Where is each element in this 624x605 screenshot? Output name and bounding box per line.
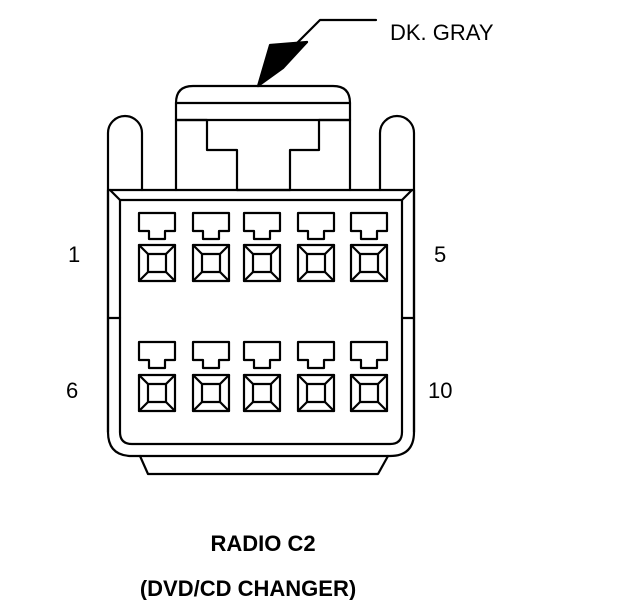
wire-color-label: DK. GRAY bbox=[390, 20, 494, 45]
callout-arrow bbox=[256, 18, 378, 88]
terminal-cavity-6 bbox=[137, 340, 177, 413]
terminal-cavity-8 bbox=[242, 340, 282, 413]
pin-label-1: 1 bbox=[68, 242, 80, 267]
terminal-cavity-9 bbox=[296, 340, 336, 413]
terminal-cavity-3 bbox=[242, 211, 282, 283]
top-latch bbox=[174, 84, 352, 192]
terminal-cavity-7 bbox=[191, 340, 231, 413]
terminal-cavities bbox=[137, 211, 389, 413]
connector-subtitle: (DVD/CD CHANGER) bbox=[140, 576, 356, 600]
terminal-cavity-1 bbox=[137, 211, 177, 283]
pin-label-5: 5 bbox=[434, 242, 446, 267]
left-latch-post bbox=[106, 114, 144, 434]
connector-title: RADIO C2 bbox=[210, 531, 315, 556]
terminal-cavity-4 bbox=[296, 211, 336, 283]
right-latch-post bbox=[378, 114, 416, 434]
terminal-cavity-10 bbox=[349, 340, 389, 413]
pin-label-10: 10 bbox=[428, 378, 452, 403]
terminal-cavity-5 bbox=[349, 211, 389, 283]
pin-label-6: 6 bbox=[66, 378, 78, 403]
terminal-cavity-2 bbox=[191, 211, 231, 283]
connector-body bbox=[106, 188, 416, 476]
